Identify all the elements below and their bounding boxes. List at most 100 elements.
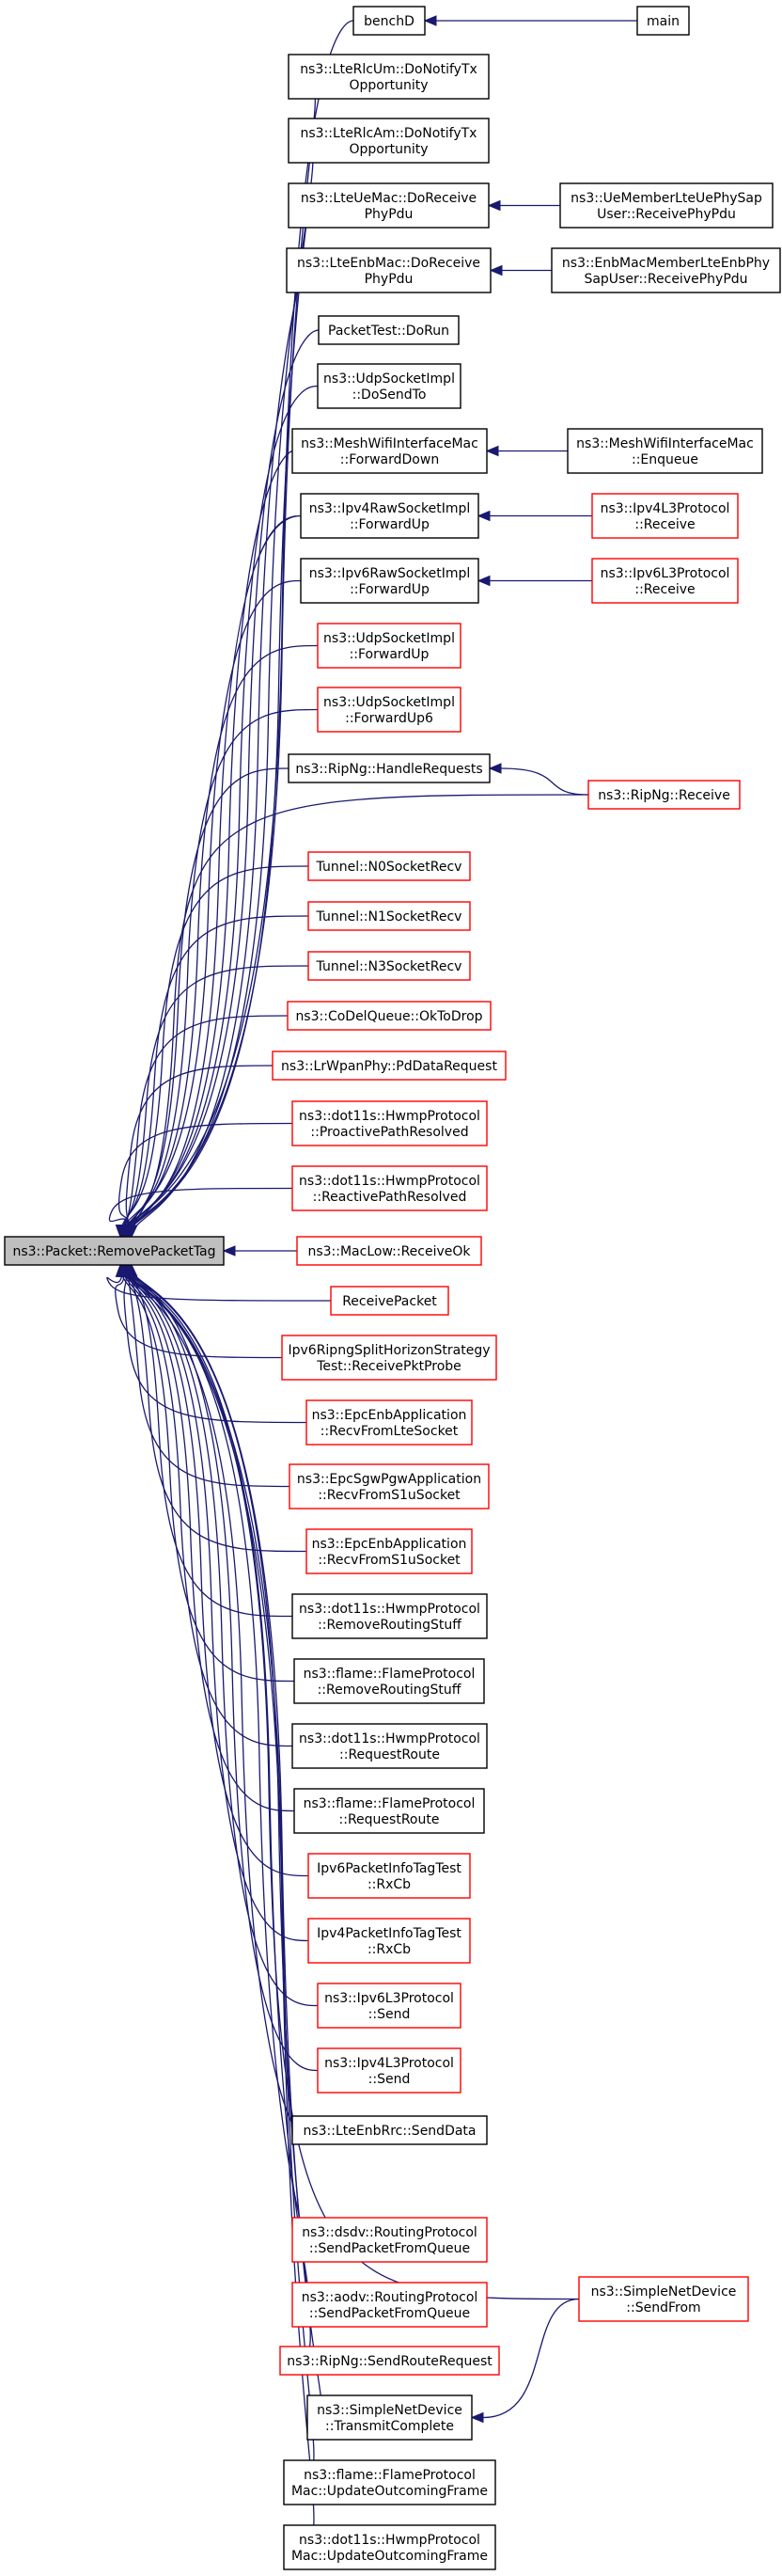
node-flamereq[interactable]: ns3::flame::FlameProtocol::RequestRoute bbox=[293, 1788, 485, 1834]
node-ripngsendreq[interactable]: ns3::RipNg::SendRouteRequest bbox=[279, 2346, 500, 2376]
node-label: Mac::UpdateOutcomingFrame bbox=[291, 2549, 488, 2564]
node-label: PhyPdu bbox=[365, 272, 414, 287]
node-ipv6raw[interactable]: ns3::Ipv6RawSocketImpl::ForwardUp bbox=[300, 558, 479, 604]
node-main[interactable]: main bbox=[636, 6, 690, 36]
node-aodv[interactable]: ns3::aodv::RoutingProtocol::SendPacketFr… bbox=[291, 2282, 488, 2328]
edge-line bbox=[131, 269, 300, 1238]
edge-simplesendfrom-to-simpletransmit bbox=[470, 2298, 580, 2424]
node-label: ns3::EpcEnbApplication bbox=[312, 1537, 467, 1552]
node-box bbox=[291, 1165, 488, 1211]
node-box bbox=[317, 687, 461, 733]
node-simpletransmit[interactable]: ns3::SimpleNetDevice::TransmitComplete bbox=[306, 2394, 473, 2441]
node-label: Mac::UpdateOutcomingFrame bbox=[291, 2484, 488, 2499]
node-box bbox=[567, 428, 763, 474]
node-lteenbrrc[interactable]: ns3::LteEnbRrc::SendData bbox=[291, 2115, 488, 2145]
node-label: ::RemoveRoutingStuff bbox=[318, 1618, 461, 1633]
node-hwmpremove[interactable]: ns3::dot11s::HwmpProtocol::RemoveRouting… bbox=[291, 1593, 488, 1639]
node-uemember[interactable]: ns3::UeMemberLteUePhySapUser::ReceivePhy… bbox=[559, 182, 774, 229]
edge-line bbox=[125, 1065, 274, 1238]
node-label: ns3::dot11s::HwmpProtocol bbox=[299, 1174, 480, 1189]
node-label: benchD bbox=[364, 14, 414, 29]
node-box bbox=[305, 1399, 473, 1446]
node-box bbox=[330, 1286, 449, 1316]
node-lrwpan[interactable]: ns3::LrWpanPhy::PdDataRequest bbox=[272, 1051, 507, 1081]
edge-arrowhead bbox=[488, 763, 502, 774]
node-hwmpreq[interactable]: ns3::dot11s::HwmpProtocol::RequestRoute bbox=[291, 1723, 488, 1769]
node-label: ns3::MacLow::ReceiveOk bbox=[307, 1244, 471, 1259]
node-box bbox=[287, 1001, 492, 1031]
node-ipv6ripng[interactable]: Ipv6RipngSplitHorizonStrategyTest::Recei… bbox=[281, 1335, 497, 1381]
node-tunnel0[interactable]: Tunnel::N0SocketRecv bbox=[307, 851, 471, 881]
node-box bbox=[289, 1463, 490, 1509]
node-flameremove[interactable]: ns3::flame::FlameProtocol::RemoveRouting… bbox=[293, 1658, 485, 1704]
node-udpfwd6[interactable]: ns3::UdpSocketImpl::ForwardUp6 bbox=[317, 687, 461, 733]
edge-dsdv-to-root bbox=[118, 1263, 304, 2241]
node-hwmpupdate[interactable]: ns3::dot11s::HwmpProtocolMac::UpdateOutc… bbox=[283, 2524, 496, 2570]
node-ipv6rxcb[interactable]: Ipv6PacketInfoTagTest::RxCb bbox=[307, 1853, 471, 1899]
node-benchD[interactable]: benchD bbox=[352, 6, 426, 36]
node-meshenq[interactable]: ns3::MeshWifiInterfaceMac::Enqueue bbox=[567, 428, 763, 474]
node-recvpkt[interactable]: ReceivePacket bbox=[330, 1286, 449, 1316]
node-root[interactable]: ns3::Packet::RemovePacketTag bbox=[4, 1236, 225, 1266]
edge-line bbox=[131, 794, 589, 1238]
node-tunnel1[interactable]: Tunnel::N1SocketRecv bbox=[307, 901, 471, 931]
node-ipv4rxcb[interactable]: Ipv4PacketInfoTagTest::RxCb bbox=[307, 1918, 471, 1964]
node-box bbox=[551, 247, 781, 293]
node-maclow[interactable]: ns3::MacLow::ReceiveOk bbox=[296, 1236, 482, 1266]
node-ipv4send[interactable]: ns3::Ipv4L3Protocol::Send bbox=[317, 2047, 461, 2094]
edge-arrowhead bbox=[126, 1225, 138, 1239]
node-epcrecvlte[interactable]: ns3::EpcEnbApplication::RecvFromLteSocke… bbox=[305, 1399, 473, 1446]
node-label: Tunnel::N0SocketRecv bbox=[316, 860, 462, 875]
node-ripnghandle[interactable]: ns3::RipNg::HandleRequests bbox=[288, 753, 491, 783]
node-meshfwd[interactable]: ns3::MeshWifiInterfaceMac::ForwardDown bbox=[291, 428, 488, 474]
node-box bbox=[293, 1788, 485, 1834]
node-ipv4l3recv[interactable]: ns3::Ipv4L3Protocol::Receive bbox=[591, 493, 739, 539]
edge-arrowhead bbox=[423, 15, 437, 26]
edge-arrowhead bbox=[222, 1245, 236, 1256]
node-label: ns3::dot11s::HwmpProtocol bbox=[299, 1602, 480, 1617]
node-label: Opportunity bbox=[349, 78, 428, 93]
node-udpfwd[interactable]: ns3::UdpSocketImpl::ForwardUp bbox=[317, 623, 461, 669]
node-ipv6send[interactable]: ns3::Ipv6L3Protocol::Send bbox=[317, 1983, 461, 2029]
node-box bbox=[317, 1983, 461, 2029]
node-epcenbs1u[interactable]: ns3::EpcEnbApplication::RecvFromS1uSocke… bbox=[305, 1528, 473, 1574]
node-label: ns3::Ipv4L3Protocol bbox=[324, 2056, 454, 2071]
node-label: ::RxCb bbox=[368, 1877, 411, 1892]
node-ripngrecv[interactable]: ns3::RipNg::Receive bbox=[587, 780, 741, 810]
edge-arrowhead bbox=[117, 1263, 129, 1277]
node-tunnel3[interactable]: Tunnel::N3SocketRecv bbox=[307, 951, 471, 981]
node-label: ::ForwardUp6 bbox=[345, 711, 433, 726]
node-proactive[interactable]: ns3::dot11s::HwmpProtocol::ProactivePath… bbox=[291, 1100, 488, 1146]
edge-line bbox=[131, 1264, 293, 1618]
node-simplesendfrom[interactable]: ns3::SimpleNetDevice::SendFrom bbox=[578, 2276, 749, 2322]
node-reactive[interactable]: ns3::dot11s::HwmpProtocol::ReactivePathR… bbox=[291, 1165, 488, 1211]
node-label: ns3::UdpSocketImpl bbox=[323, 695, 455, 710]
node-label: ::RecvFromS1uSocket bbox=[318, 1488, 461, 1503]
node-packettest[interactable]: PacketTest::DoRun bbox=[318, 315, 460, 345]
node-ipv4raw[interactable]: ns3::Ipv4RawSocketImpl::ForwardUp bbox=[300, 493, 479, 539]
nodes-layer: ns3::Packet::RemovePacketTag benchD mainns… bbox=[4, 6, 781, 2570]
edge-line bbox=[119, 579, 302, 1238]
node-epcsgw[interactable]: ns3::EpcSgwPgwApplication::RecvFromS1uSo… bbox=[289, 1463, 490, 1509]
node-label: ReceivePacket bbox=[342, 1294, 437, 1309]
node-label: ns3::EpcEnbApplication bbox=[312, 1408, 467, 1423]
node-codel[interactable]: ns3::CoDelQueue::OkToDrop bbox=[287, 1001, 492, 1031]
edge-line bbox=[117, 1122, 293, 1238]
node-label: ns3::Ipv4RawSocketImpl bbox=[309, 501, 471, 516]
node-label: ns3::LteEnbMac::DoReceive bbox=[297, 256, 480, 271]
node-udpsend[interactable]: ns3::UdpSocketImpl::DoSendTo bbox=[317, 363, 461, 409]
node-box bbox=[307, 851, 471, 881]
node-ipv6l3recv[interactable]: ns3::Ipv6L3Protocol::Receive bbox=[591, 558, 739, 604]
edge-line bbox=[123, 1264, 304, 2241]
node-dsdv[interactable]: ns3::dsdv::RoutingProtocol::SendPacketFr… bbox=[291, 2217, 488, 2263]
node-flameupdate[interactable]: ns3::flame::FlameProtocolMac::UpdateOutc… bbox=[283, 2459, 496, 2505]
node-label: ns3::LteUeMac::DoReceive bbox=[301, 191, 477, 206]
edge-epcenbs1u-to-root bbox=[124, 1263, 307, 1553]
edge-line bbox=[131, 1264, 319, 2072]
node-label: ::DoSendTo bbox=[352, 387, 427, 403]
node-enbmember[interactable]: ns3::EnbMacMemberLteEnbPhySapUser::Recei… bbox=[551, 247, 781, 293]
